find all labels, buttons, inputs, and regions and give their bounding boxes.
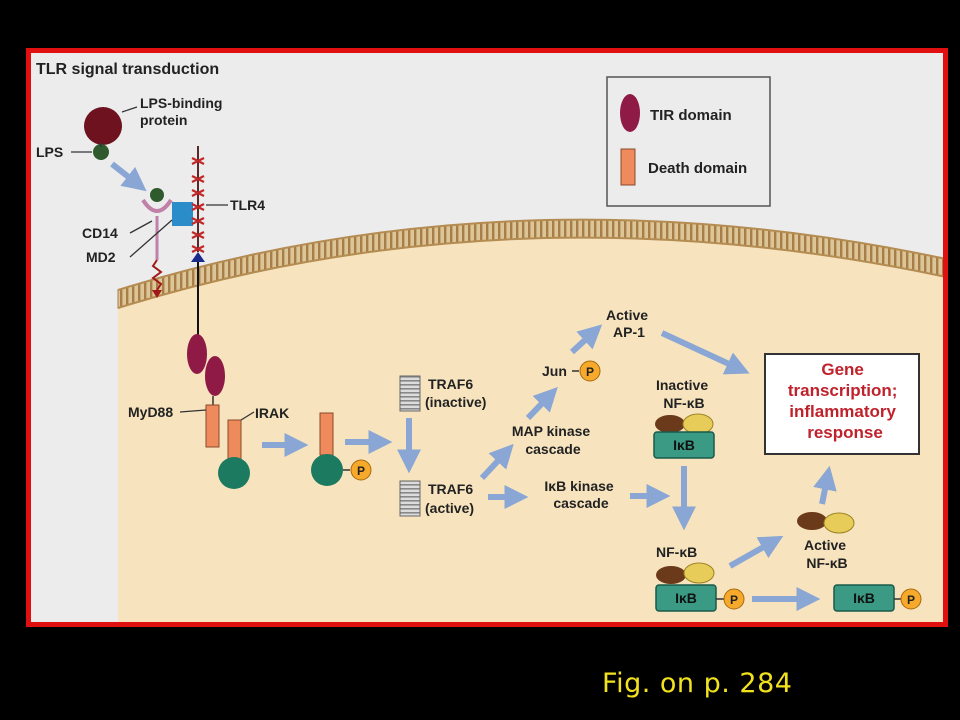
gene-transcription-box xyxy=(764,353,920,455)
cd14-gpi-anchor xyxy=(151,259,163,291)
cd14-shape xyxy=(141,198,173,213)
active-nfkb-line-2: NF-κB xyxy=(806,555,847,571)
lps-binding-protein-shape xyxy=(84,107,122,145)
traf6-active-label: TRAF6 (active) xyxy=(425,481,477,516)
diagram-title: TLR signal transduction xyxy=(36,61,219,78)
legend-death-icon xyxy=(620,148,636,186)
lbp-label-line-2: protein xyxy=(140,112,187,128)
membrane-inner-edge xyxy=(117,236,943,309)
map-kinase-line-1: MAP kinase xyxy=(512,423,591,439)
irak-leader-line xyxy=(240,411,255,421)
free-ikb-label: IκB xyxy=(853,590,875,606)
figure-caption: Fig. on p. 284 xyxy=(602,668,793,699)
md2-label: MD2 xyxy=(86,249,116,265)
legend-tir-icon xyxy=(620,94,640,132)
arrow-map-kinase-to-jun xyxy=(525,386,558,421)
gene-line-1: Gene xyxy=(821,360,864,379)
gene-line-2: transcription; xyxy=(788,381,898,400)
active-nfkb-label: Active NF-κB xyxy=(804,537,850,571)
nfkb-p50 xyxy=(656,566,686,584)
lps-binding-protein-label: LPS-binding protein xyxy=(140,95,226,128)
lps-shape xyxy=(93,144,109,160)
gene-line-3: inflammatory xyxy=(789,402,896,421)
inactive-nfkb-p50 xyxy=(655,415,685,433)
arrow-active-nfkb-to-gene xyxy=(813,465,837,505)
traf6-active-shape xyxy=(399,480,421,517)
inactive-nfkb-line-2: NF-κB xyxy=(663,395,704,411)
active-nfkb-p50 xyxy=(797,512,827,530)
inactive-nfkb-p65 xyxy=(682,413,714,435)
jun-p-icon xyxy=(579,360,601,382)
lbp-leader-line xyxy=(121,106,138,113)
phospho-irak-p-icon xyxy=(350,459,372,481)
arrow-nfkb-to-active xyxy=(728,535,784,569)
traf6-active-line-2: (active) xyxy=(425,500,474,516)
inactive-ikb-label: IκB xyxy=(673,437,695,453)
arrow-jun-to-ap1 xyxy=(569,324,603,355)
ikb-kinase-line-2: cascade xyxy=(553,495,608,511)
nfkb-label: NF-κB xyxy=(656,544,697,560)
free-ikb-box xyxy=(833,584,895,612)
gene-line-4: response xyxy=(807,423,883,442)
traf6-active-line-1: TRAF6 xyxy=(428,481,473,497)
myd88-leader-line xyxy=(179,409,207,413)
arrow-lps-to-receptor xyxy=(110,161,147,192)
inactive-nfkb-line-1: Inactive xyxy=(656,377,708,393)
active-nfkb-p65 xyxy=(823,512,855,534)
ikb-kinase-label: IκB kinase cascade xyxy=(544,478,617,511)
lps-label: LPS xyxy=(36,144,63,160)
legend-death-label: Death domain xyxy=(648,160,747,177)
map-kinase-label: MAP kinase cascade xyxy=(512,423,594,457)
active-ap1-line-1: Active xyxy=(606,307,648,323)
inactive-ikb-box xyxy=(653,431,715,459)
active-ap1-line-2: AP-1 xyxy=(613,324,645,340)
lbp-label-line-1: LPS-binding xyxy=(140,95,222,111)
map-kinase-line-2: cascade xyxy=(525,441,580,457)
tlr4-label: TLR4 xyxy=(230,197,265,213)
traf6-inactive-line-2: (inactive) xyxy=(425,394,486,410)
free-ikb-p-label: P xyxy=(907,593,915,607)
inactive-nfkb-label: Inactive NF-κB xyxy=(656,377,712,411)
arrow-traf6-to-map-kinase xyxy=(479,443,514,481)
irak-kinase-domain xyxy=(218,457,250,489)
phospho-irak-p-label: P xyxy=(357,464,365,478)
cd14-label: CD14 xyxy=(82,225,118,241)
free-ikb-p-icon xyxy=(900,588,922,610)
phospho-irak-death-domain xyxy=(319,412,334,456)
cd14-leader-line xyxy=(129,220,153,234)
myd88-tir-domain xyxy=(205,356,225,396)
tlr4-tir-domain xyxy=(187,334,207,374)
jun-label: Jun xyxy=(542,363,567,379)
md2-shape xyxy=(172,202,193,226)
nfkb-ikb-box xyxy=(655,584,717,612)
cd14-anchor-arrow xyxy=(152,290,162,298)
jun-p-label: P xyxy=(586,365,594,379)
nfkb-ikb-p-icon xyxy=(723,588,745,610)
tlr4-transmembrane-marker xyxy=(191,252,205,262)
traf6-inactive-label: TRAF6 (inactive) xyxy=(425,376,486,410)
active-nfkb-line-1: Active xyxy=(804,537,846,553)
cd14-bound-lps xyxy=(150,188,164,202)
tlr4-lrr-repeats xyxy=(191,157,205,253)
active-ap1-label: Active AP-1 xyxy=(606,307,652,340)
ikb-kinase-line-1: IκB kinase xyxy=(544,478,613,494)
arrow-ap1-to-gene xyxy=(660,330,750,375)
irak-label: IRAK xyxy=(255,405,289,421)
cytoplasm xyxy=(118,234,943,622)
nfkb-ikb-p-label: P xyxy=(730,593,738,607)
nfkb-ikb-label: IκB xyxy=(675,590,697,606)
irak-death-domain xyxy=(227,419,242,463)
nfkb-p65 xyxy=(683,562,715,584)
gene-transcription-text: Gene transcription; inflammatory respons… xyxy=(788,360,902,442)
md2-leader-line xyxy=(129,219,173,258)
legend-tir-label: TIR domain xyxy=(650,107,732,124)
myd88-death-domain xyxy=(205,404,220,448)
phospho-irak-kinase-domain xyxy=(311,454,343,486)
traf6-inactive-line-1: TRAF6 xyxy=(428,376,473,392)
membrane-outer-edge xyxy=(117,218,943,291)
traf6-inactive-shape xyxy=(399,375,421,412)
myd88-label: MyD88 xyxy=(128,404,173,420)
